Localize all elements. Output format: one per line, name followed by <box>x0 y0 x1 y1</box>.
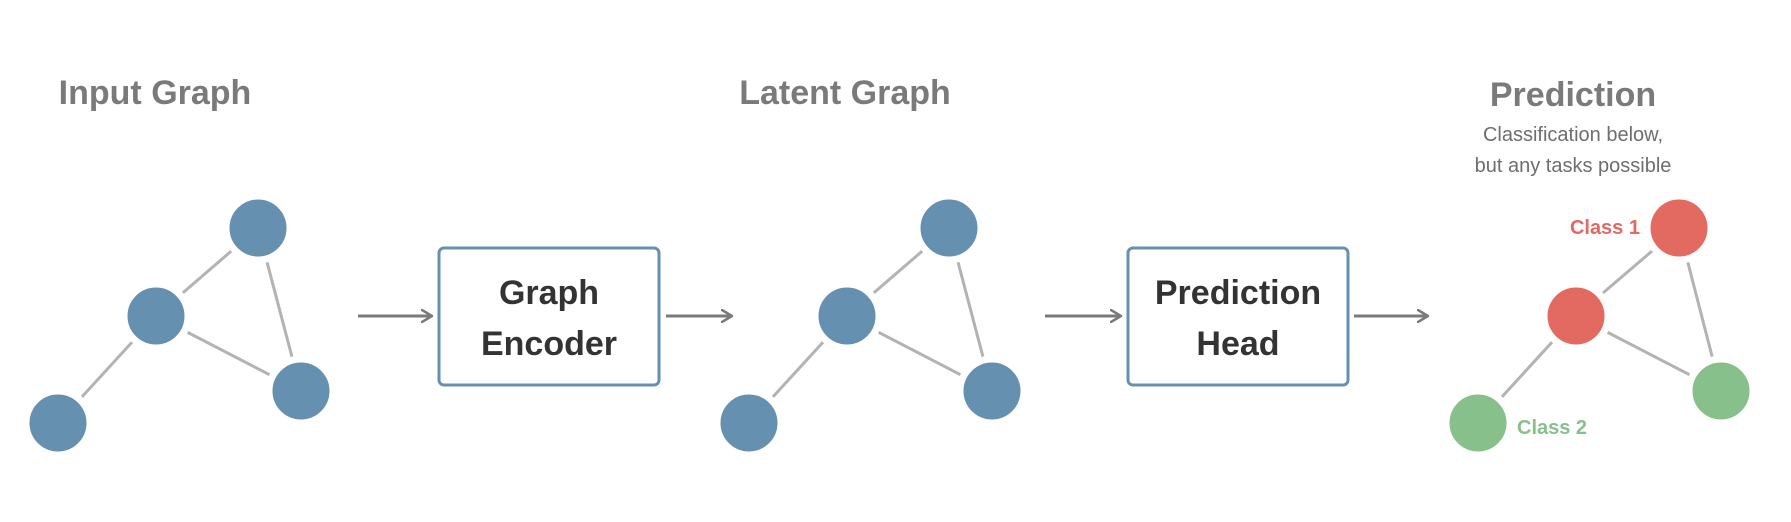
input-node <box>222 192 294 264</box>
class-2-label: Class 2 <box>1517 417 1587 439</box>
prediction-head-border <box>1126 246 1350 387</box>
class-1-node <box>1540 280 1612 352</box>
class-1-label: Class 1 <box>1570 217 1640 239</box>
input-node <box>120 280 192 352</box>
prediction-graph: Class 1 Class 2 <box>1442 192 1757 459</box>
latent-node <box>956 355 1028 427</box>
prediction-head-label-line-2: Head <box>1196 325 1279 363</box>
prediction-title: Prediction <box>1490 76 1656 114</box>
latent-graph-title: Latent Graph <box>739 74 951 112</box>
prediction-head-box: Prediction Head <box>1126 246 1350 387</box>
latent-node <box>913 192 985 264</box>
latent-node <box>713 387 785 459</box>
latent-node <box>811 280 883 352</box>
prediction-subtitle-line-2: but any tasks possible <box>1475 155 1672 177</box>
input-graph <box>22 192 337 459</box>
class-1-node <box>1643 192 1715 264</box>
graph-encoder-border <box>437 246 661 387</box>
input-node <box>265 355 337 427</box>
prediction-subtitle-line-1: Classification below, <box>1483 124 1663 146</box>
latent-graph <box>713 192 1028 459</box>
prediction-head-label-line-1: Prediction <box>1155 274 1321 312</box>
graph-encoder-label-line-2: Encoder <box>481 325 617 363</box>
input-node <box>22 387 94 459</box>
graph-encoder-box: Graph Encoder <box>437 246 661 387</box>
class-2-node <box>1685 355 1757 427</box>
input-graph-title: Input Graph <box>59 74 252 112</box>
graph-encoder-label-line-1: Graph <box>499 274 599 312</box>
class-2-node <box>1442 387 1514 459</box>
